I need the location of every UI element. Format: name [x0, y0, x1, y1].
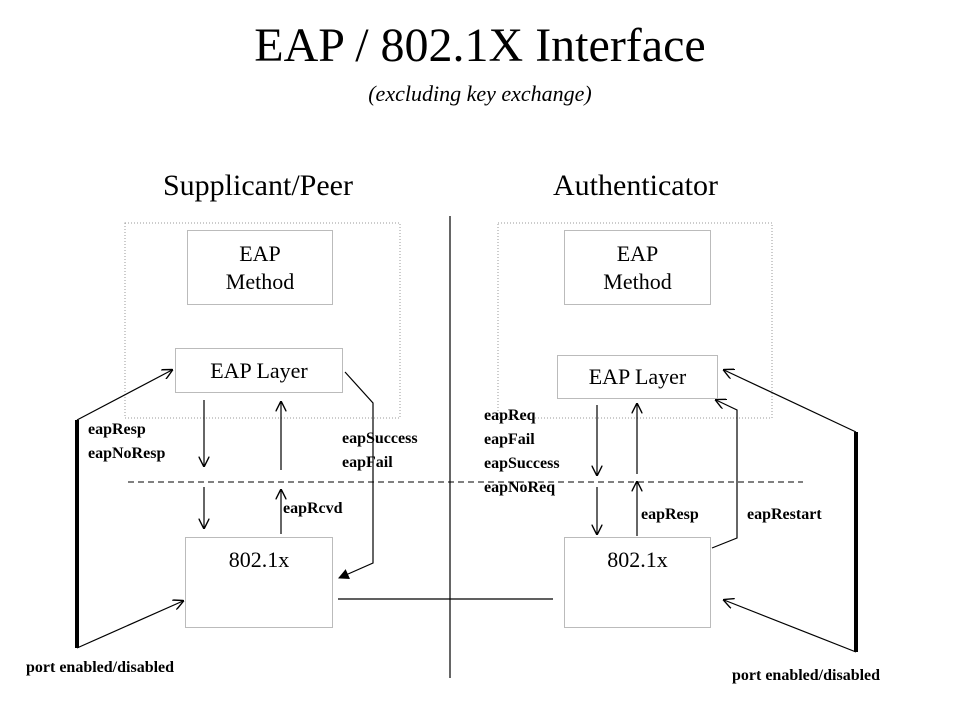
signal-label: eapNoReq: [484, 479, 556, 496]
authenticator-port-arrow: [724, 600, 857, 653]
supplicant-up-signal: eapRcvd: [283, 500, 343, 517]
signal-label: eapReq: [484, 407, 536, 424]
authenticator-layer-label: EAP Layer: [588, 364, 687, 389]
supplicant-layer-label: EAP Layer: [210, 357, 308, 383]
signal-label: eapNoResp: [88, 445, 166, 462]
supplicant-eap-method-box: EAP Method: [187, 230, 333, 305]
signal-label: eapResp: [88, 421, 146, 438]
supplicant-dot1x-box: 802.1x: [185, 537, 333, 628]
supplicant-result-route: [338, 371, 374, 580]
supplicant-down-signals: eapResp eapNoResp: [88, 418, 165, 466]
authenticator-method-line1: EAP: [616, 240, 659, 266]
supplicant-method-line1: EAP: [239, 240, 281, 266]
supplicant-method-line2: Method: [225, 268, 295, 294]
authenticator-up-signal: eapResp: [641, 506, 699, 523]
authenticator-method-line2: Method: [603, 268, 672, 294]
authenticator-port-label: port enabled/disabled: [732, 667, 881, 684]
authenticator-eap-method-box: EAP Method: [564, 230, 711, 305]
supplicant-enclosure: [124, 222, 401, 419]
signal-label: eapFail: [342, 454, 393, 471]
authenticator-eap-layer-box: EAP Layer: [557, 355, 718, 399]
supplicant-port-arrow: [76, 601, 183, 649]
authenticator-restart-top-arrow: [724, 370, 857, 433]
authenticator-down-signals: eapReq eapFail eapSuccess eapNoReq: [484, 404, 560, 500]
signal-label: eapSuccess: [484, 455, 560, 472]
supplicant-eap-layer-box: EAP Layer: [175, 348, 343, 393]
signal-label: eapSuccess: [342, 430, 418, 447]
authenticator-dot1x-box: 802.1x: [564, 537, 711, 628]
supplicant-result-signals: eapSuccess eapFail: [342, 427, 418, 475]
supplicant-resp-arrow: [76, 370, 172, 421]
diagram-subtitle: (excluding key exchange): [368, 81, 592, 106]
diagram-title: EAP / 802.1X Interface: [254, 19, 706, 72]
authenticator-dot1x-label: 802.1x: [607, 547, 668, 572]
authenticator-enclosure: [497, 222, 773, 419]
authenticator-restart-route: [711, 400, 738, 549]
supplicant-heading: Supplicant/Peer: [163, 169, 353, 202]
supplicant-port-label: port enabled/disabled: [26, 659, 175, 676]
authenticator-heading: Authenticator: [553, 169, 718, 202]
supplicant-dot1x-label: 802.1x: [228, 547, 290, 572]
authenticator-restart-signal: eapRestart: [747, 506, 822, 523]
signal-label: eapFail: [484, 431, 535, 448]
